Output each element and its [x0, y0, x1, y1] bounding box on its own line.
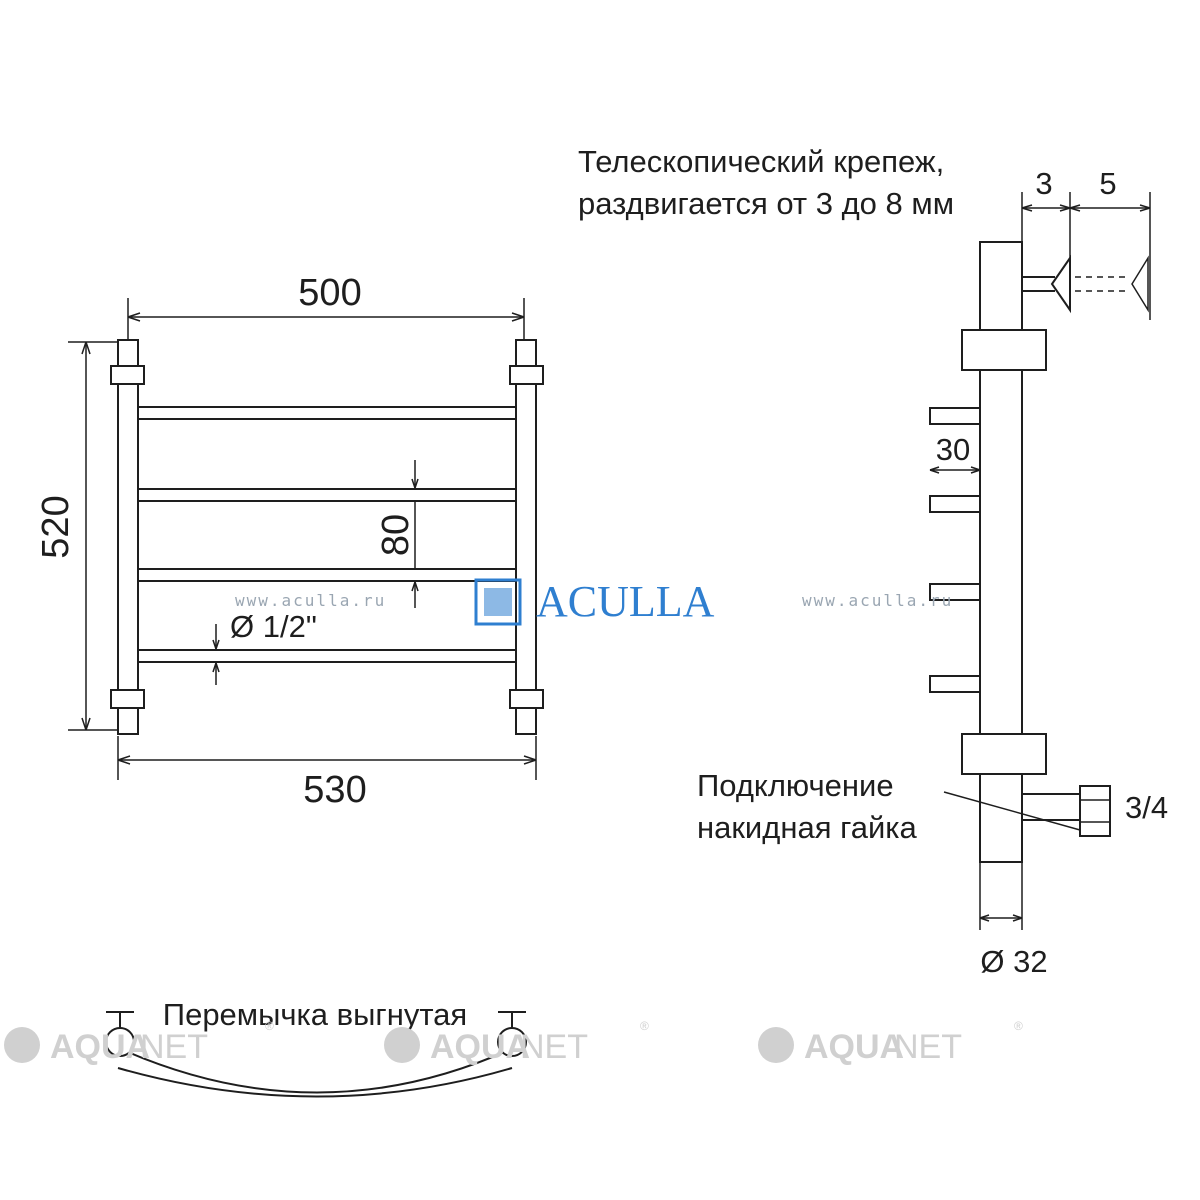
svg-text:NET: NET: [140, 1028, 208, 1066]
mount-note-line2: раздвигается от 3 до 8 мм: [578, 186, 954, 221]
svg-text:®: ®: [640, 1019, 649, 1033]
svg-text:®: ®: [1014, 1019, 1023, 1033]
dimension-overall-width: 530: [117, 736, 537, 811]
right-upright: [515, 339, 537, 735]
curved-jumper: [111, 1044, 521, 1094]
dimension-pipe-diameter: Ø 1/2": [212, 609, 317, 685]
thread-label: 3/4: [1125, 790, 1168, 825]
front-view: 500 520 80: [35, 272, 544, 811]
mount-note-line1: Телескопический крепеж,: [578, 144, 944, 179]
watermarks: www.aculla.ru www.aculla.ru ACULLA AQUA …: [4, 577, 1023, 1066]
jumper-label: Перемычка выгнутая: [163, 997, 467, 1032]
aquanet-logo-left: AQUA NET ®: [4, 1019, 274, 1066]
top-view: Перемычка выгнутая: [105, 997, 527, 1098]
dimension-rung-depth: 30: [929, 432, 981, 474]
rung-stub: [929, 675, 981, 693]
right-top-bracket: [509, 365, 544, 385]
dimension-height: 520: [35, 341, 118, 731]
svg-text:AQUA: AQUA: [804, 1028, 904, 1066]
upright-diameter-label: Ø 32: [980, 944, 1047, 979]
aquanet-logo-right: AQUA NET ®: [758, 1019, 1023, 1066]
rung: [137, 568, 517, 582]
aquanet-logo-center: AQUA NET ®: [384, 1019, 649, 1066]
side-top-bracket: [961, 329, 1047, 371]
watermark-site-left: www.aculla.ru: [235, 591, 386, 610]
connection-line1: Подключение: [697, 768, 894, 803]
left-top-bracket: [110, 365, 145, 385]
dimension-width: 500: [127, 272, 525, 345]
dimension-rung-spacing: 80: [375, 460, 419, 608]
aculla-logo: ACULLA: [474, 577, 715, 626]
mount-extra-label: 5: [1099, 166, 1116, 201]
svg-text:NET: NET: [894, 1028, 962, 1066]
pipe-diameter-label: Ø 1/2": [230, 609, 317, 644]
connection-fitting: 3/4: [943, 785, 1168, 837]
telescopic-anchor: [1022, 254, 1149, 314]
right-bottom-bracket: [509, 689, 544, 709]
svg-text:AQUA: AQUA: [430, 1028, 530, 1066]
rung-stub: [929, 407, 981, 425]
rung: [137, 649, 517, 663]
rung: [137, 406, 517, 420]
height-label: 520: [35, 495, 77, 558]
rung-stub: [929, 495, 981, 513]
union-nut: [1079, 785, 1111, 837]
left-upright: [117, 339, 139, 735]
side-bottom-bracket: [961, 733, 1047, 775]
dimension-upright-diameter: Ø 32: [979, 862, 1048, 979]
connection-line2: накидная гайка: [697, 810, 918, 845]
rung-spacing-label: 80: [375, 514, 417, 556]
svg-text:NET: NET: [520, 1028, 588, 1066]
rung-depth-label: 30: [936, 432, 970, 467]
svg-text:®: ®: [265, 1019, 274, 1033]
dimension-mount: 3 5: [1021, 166, 1151, 320]
svg-text:AQUA: AQUA: [50, 1028, 150, 1066]
aculla-wordmark: ACULLA: [536, 577, 715, 626]
side-view: Телескопический крепеж, раздвигается от …: [578, 144, 1168, 979]
watermark-site-right: www.aculla.ru: [802, 591, 953, 610]
rung: [137, 488, 517, 502]
rung-stub: [929, 583, 981, 601]
width-label: 500: [298, 272, 361, 314]
mount-min-label: 3: [1035, 166, 1052, 201]
left-bottom-bracket: [110, 689, 145, 709]
overall-width-label: 530: [303, 769, 366, 811]
